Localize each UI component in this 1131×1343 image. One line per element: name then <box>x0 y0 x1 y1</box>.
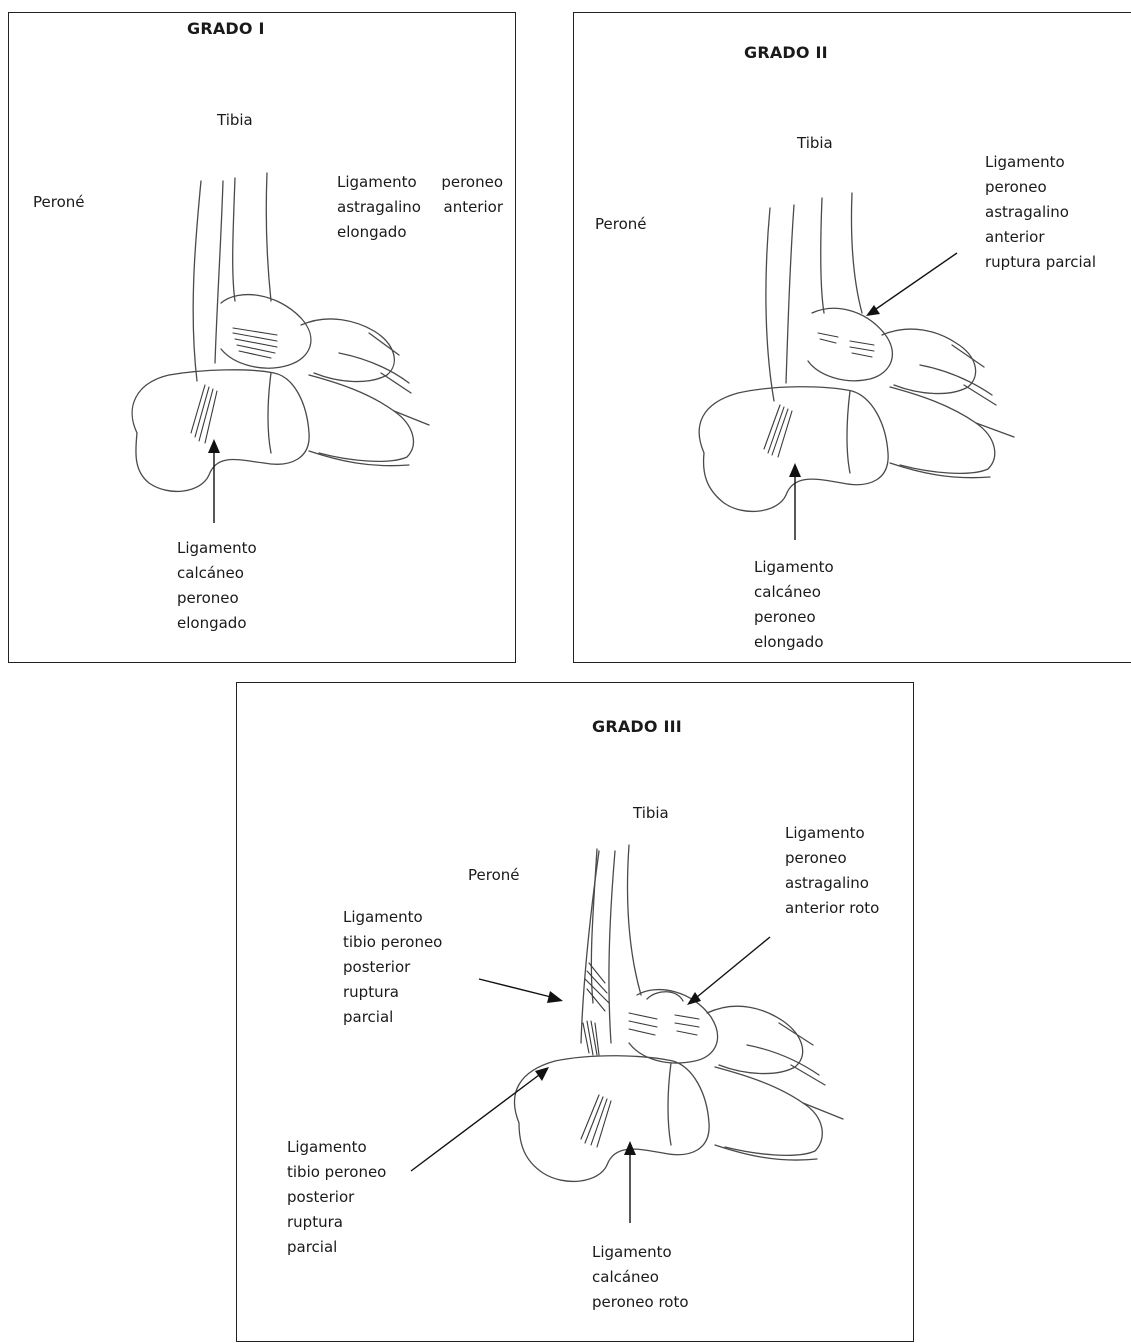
panel-grade-1: GRADO I Tibia Peroné Ligamento peroneo a… <box>8 12 516 663</box>
posterior-tibiofibular-lower-arrow <box>411 1067 549 1171</box>
calcaneofibular-ligament <box>764 405 792 457</box>
midfoot-bones <box>301 319 429 466</box>
anterior-talofibular-ligament <box>629 1013 699 1035</box>
fibula-bone <box>581 851 615 1043</box>
calcaneofibular-arrow <box>789 463 801 540</box>
talus-bone <box>808 308 892 380</box>
calcaneofibular-ligament <box>581 1095 611 1147</box>
fibula-bone <box>193 181 223 381</box>
posterior-tibiofibular-upper-arrow <box>479 979 563 1003</box>
calcaneofibular-arrow <box>624 1141 636 1223</box>
tibia-bone <box>233 173 271 301</box>
anterior-talofibular-ligament <box>233 328 277 358</box>
tibia-bone <box>591 845 641 1003</box>
talus-bone <box>629 990 718 1063</box>
calcaneofibular-ligament <box>191 385 217 443</box>
midfoot-bones <box>882 329 1014 478</box>
fibula-bone <box>766 205 794 401</box>
tibia-bone <box>821 193 862 313</box>
ankle-illustration <box>237 683 915 1343</box>
calcaneofibular-arrow <box>208 439 220 523</box>
midfoot-bones <box>707 1006 843 1160</box>
anterior-talofibular-ligament <box>818 333 874 357</box>
anterior-ligament-arrow <box>866 253 957 316</box>
posterior-tibiofibular-ligament <box>583 963 609 1055</box>
panel-grade-2: GRADO II Tibia Peroné Ligamento peroneo … <box>573 12 1131 663</box>
panel-grade-3: GRADO III Tibia Peroné Ligamento peroneo… <box>236 682 914 1342</box>
calcaneus-bone <box>132 370 309 492</box>
anterior-ligament-arrow <box>687 937 770 1005</box>
ankle-illustration <box>574 13 1131 664</box>
calcaneus-bone <box>699 387 888 512</box>
ankle-illustration <box>9 13 517 664</box>
